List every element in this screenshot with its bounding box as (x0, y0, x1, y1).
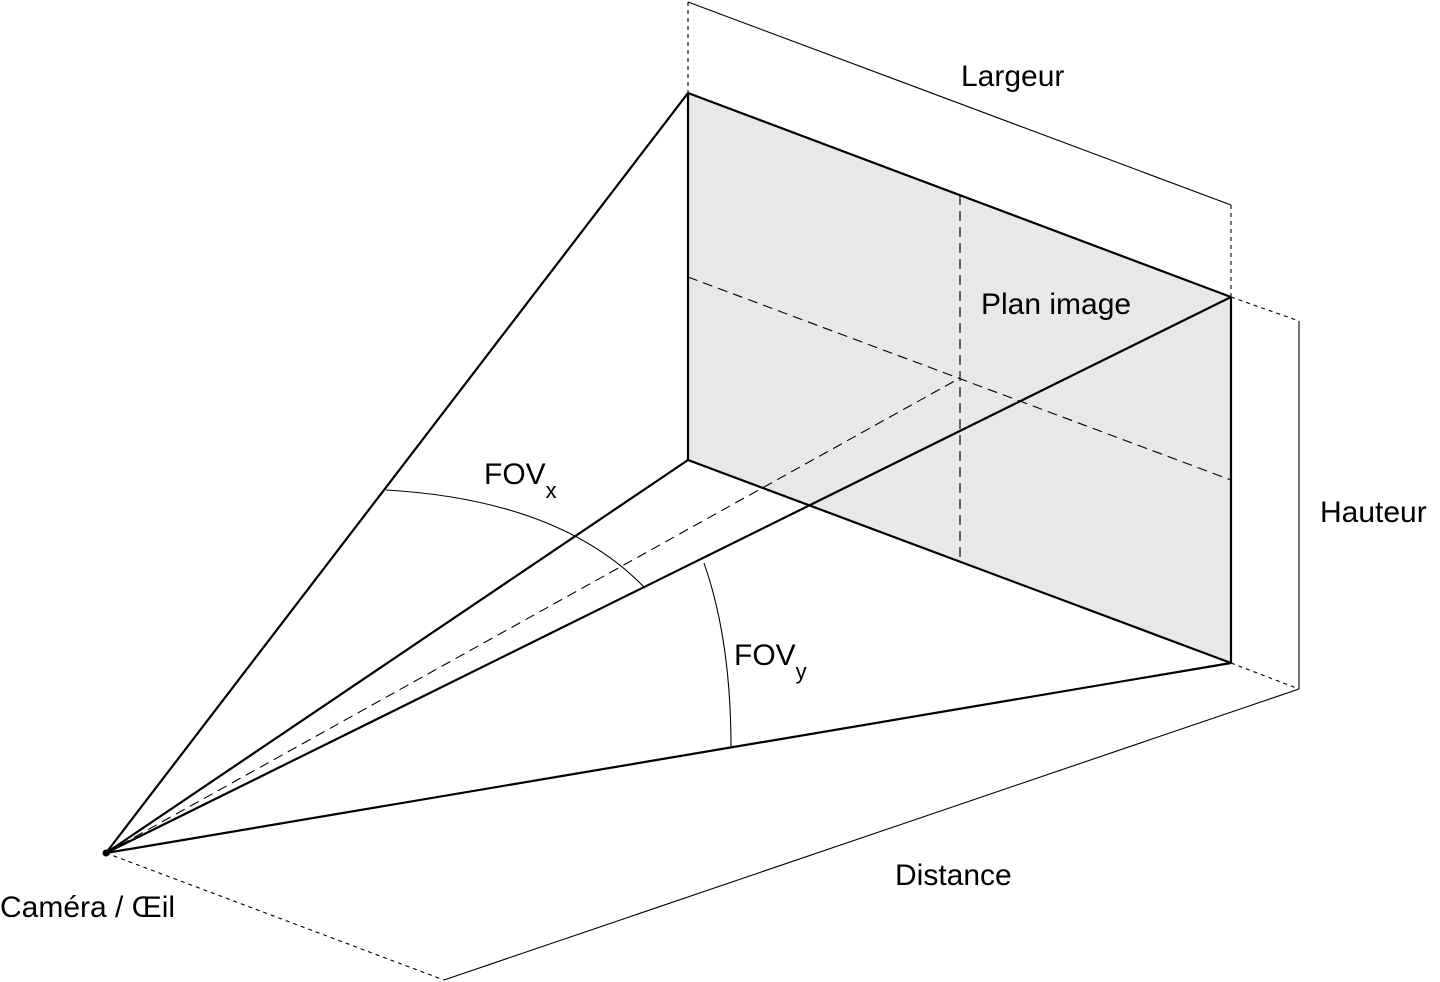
height-extension-bottom (1230, 662, 1300, 690)
fov-y-label: FOVy (734, 639, 807, 684)
fov-x-arc (385, 489, 646, 589)
fov-x-label: FOVx (484, 458, 557, 503)
distance-label: Distance (895, 859, 1012, 892)
fov-y-arc (703, 562, 732, 748)
height-label: Hauteur (1320, 496, 1427, 529)
height-extension-top (1230, 296, 1300, 322)
distance-dimension-line (443, 688, 1300, 981)
width-dimension-line (687, 1, 1232, 206)
optical-axis (105, 377, 961, 854)
camera-label: Caméra / Œil (0, 891, 175, 924)
ray-top-left (105, 92, 689, 854)
width-label: Largeur (961, 60, 1064, 93)
ray-bottom-left (105, 459, 689, 854)
camera-point (102, 849, 110, 857)
plane-top-edge (687, 91, 1232, 299)
ray-top-right (105, 296, 1232, 854)
plane-bottom-edge (687, 458, 1232, 665)
ray-bottom-right (105, 661, 1232, 855)
image-plane-label: Plan image (981, 288, 1131, 321)
